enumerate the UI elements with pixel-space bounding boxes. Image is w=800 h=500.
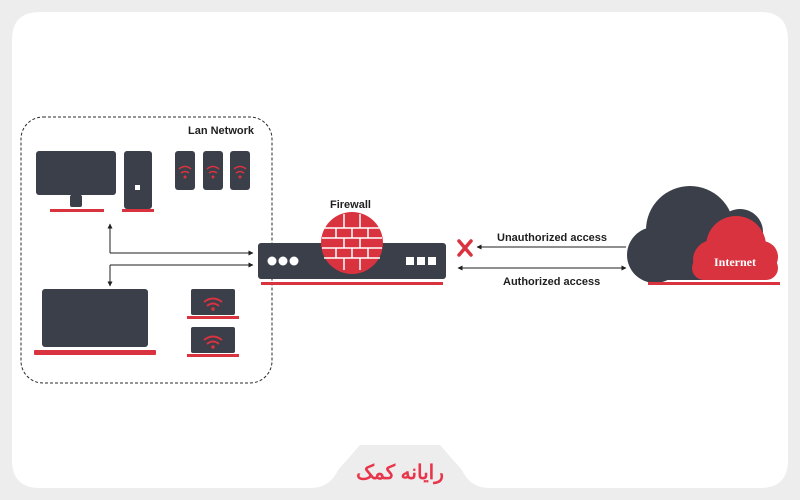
brand-logo: رایانه کمک bbox=[356, 462, 444, 484]
monitor-icon bbox=[36, 151, 116, 212]
lan-network-title: Lan Network bbox=[188, 125, 255, 137]
internet-label: Internet bbox=[714, 255, 756, 269]
internet-base-bar bbox=[648, 282, 780, 285]
brick-wall-icon bbox=[321, 212, 383, 274]
lan-connector-top bbox=[107, 223, 254, 256]
internet-cloud bbox=[692, 216, 778, 280]
wifi-icon bbox=[187, 327, 239, 357]
smartphone-icon bbox=[175, 151, 195, 190]
lan-connector-bottom bbox=[107, 262, 254, 287]
firewall-title: Firewall bbox=[330, 199, 371, 211]
smartphone-icon bbox=[203, 151, 223, 190]
unauthorized-access-label: Unauthorized access bbox=[497, 232, 608, 244]
block-x-icon bbox=[457, 239, 473, 257]
authorized-access-label: Authorized access bbox=[503, 276, 601, 288]
laptop-icon bbox=[34, 289, 156, 355]
wifi-icon bbox=[187, 289, 239, 319]
pc-tower-icon bbox=[122, 151, 154, 212]
smartphone-icon bbox=[230, 151, 250, 190]
